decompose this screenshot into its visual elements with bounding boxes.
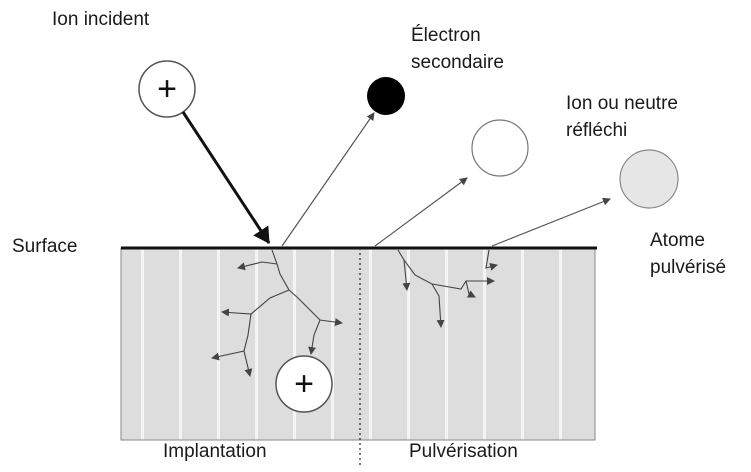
reflected-label-line1: Ion ou neutre	[566, 93, 678, 114]
incident-ion-plus: +	[157, 70, 177, 108]
sputtering-label: Pulvérisation	[409, 441, 518, 462]
reflected-label-line2: réfléchi	[566, 120, 628, 141]
implantation-label: Implantation	[163, 441, 267, 462]
electron-trajectory-arrow	[281, 112, 375, 247]
implanted-ion-plus: +	[294, 365, 314, 403]
incident-ion-circle	[138, 60, 196, 118]
sputtered-trajectory-arrow	[491, 197, 611, 247]
secondary-electron-label-line1: Électron	[411, 25, 481, 46]
sputtered-atom	[619, 149, 679, 209]
implantation-cascade	[211, 249, 343, 377]
sputtered-label-line1: Atome	[650, 230, 705, 251]
implanted-ion-circle	[275, 355, 333, 413]
surface-label: Surface	[12, 236, 78, 257]
target-solid	[120, 247, 596, 441]
sputtering-cascade	[397, 249, 498, 328]
incident-trajectory-arrow	[181, 111, 271, 244]
incident-ion-label: Ion incident	[52, 9, 150, 30]
secondary-electron	[367, 77, 405, 115]
reflected-trajectory-arrow	[374, 177, 468, 247]
sputtered-label-line2: pulvérisé	[650, 257, 727, 278]
secondary-electron-label-line2: secondaire	[411, 52, 504, 73]
reflected-particle	[471, 119, 529, 177]
